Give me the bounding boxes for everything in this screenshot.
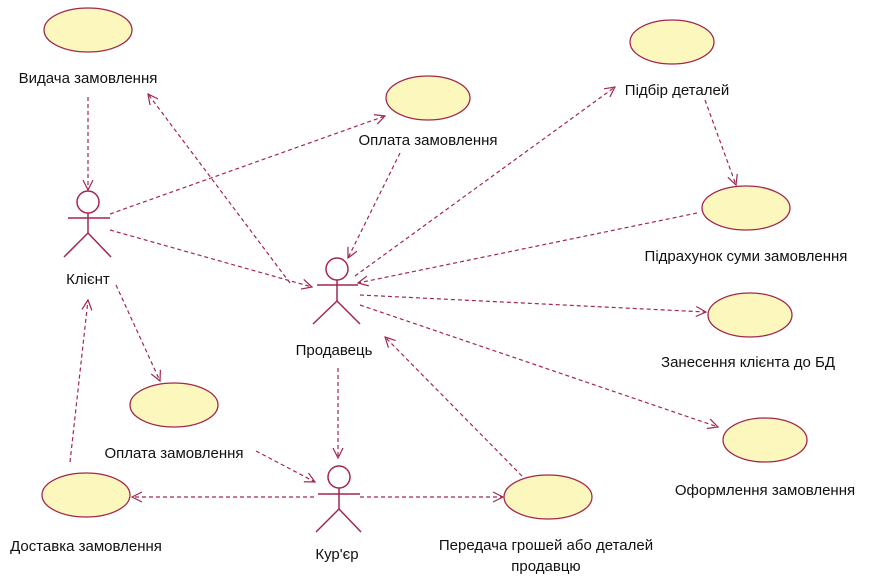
use-case-label: Оформлення замовлення (675, 482, 855, 499)
arrow-client-to-seller (109, 229, 312, 287)
arrow-pay-top-to-seller (348, 152, 401, 258)
arrow-transfer-to-seller (385, 337, 523, 477)
use-case-label: Видача замовлення (19, 70, 158, 87)
actor-label: Клієнт (66, 271, 110, 288)
actor-figure-icon (315, 465, 362, 533)
arrow-seller-to-issue (148, 94, 291, 284)
arrow-client-to-pay-bottom (115, 284, 160, 381)
use-case-make-order[interactable]: Оформлення замовлення (675, 417, 855, 499)
use-case-label: Оплата замовлення (104, 445, 243, 462)
actor-label: Продавець (296, 342, 373, 359)
use-case-issue-order[interactable]: Видача замовлення (19, 7, 158, 87)
use-case-transfer[interactable]: Передача грошей або деталей продавцю (439, 474, 653, 575)
use-case-delivery[interactable]: Доставка замовлення (10, 472, 162, 555)
arrow-seller-to-select-parts (354, 87, 615, 277)
use-case-label: Підрахунок суми замовлення (645, 248, 848, 265)
use-case-pay-order-bottom[interactable]: Оплата замовлення (104, 382, 244, 462)
arrow-calc-to-seller (358, 212, 698, 283)
dependency-arrows (69, 87, 736, 497)
actor-figure-icon (312, 257, 361, 325)
use-case-label: Оплата замовлення (358, 132, 497, 149)
arrow-seller-to-add-client (359, 294, 706, 312)
use-case-label-line2: продавцю (511, 558, 580, 575)
use-case-label: Доставка замовлення (10, 538, 162, 555)
arrow-client-to-pay-top (109, 116, 385, 215)
use-case-label: Занесення клієнта до БД (661, 354, 835, 371)
use-case-select-parts[interactable]: Підбір деталей (625, 19, 729, 99)
actor-seller[interactable]: Продавець (296, 257, 373, 359)
actor-label: Кур'єр (315, 546, 358, 563)
arrow-select-parts-to-calc (704, 99, 736, 185)
arrow-pay-bottom-to-courier (255, 450, 315, 482)
arrow-delivery-to-client (69, 300, 88, 463)
arrow-seller-to-make-order (359, 304, 718, 427)
use-case-add-client-db[interactable]: Занесення клієнта до БД (661, 292, 835, 371)
actor-courier[interactable]: Кур'єр (315, 465, 362, 563)
use-case-calc-sum[interactable]: Підрахунок суми замовлення (645, 185, 848, 265)
actor-client[interactable]: Клієнт (63, 190, 112, 288)
use-case-label-line1: Передача грошей або деталей (439, 537, 653, 554)
actor-figure-icon (63, 190, 112, 258)
use-case-pay-order-top[interactable]: Оплата замовлення (358, 75, 498, 149)
use-case-label: Підбір деталей (625, 82, 729, 99)
